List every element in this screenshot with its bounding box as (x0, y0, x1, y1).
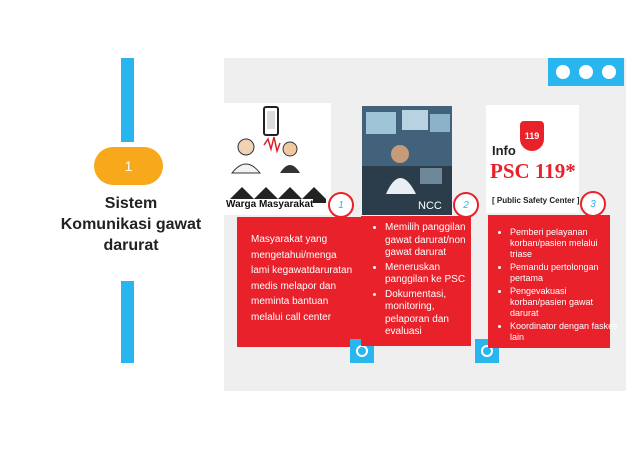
logo-psc-text: PSC 119* (490, 159, 576, 183)
dot-icon (601, 65, 616, 79)
logo-sub-text: [ Public Safety Center ] (492, 196, 579, 205)
list-item: Koordinator dengan faskes lain (510, 321, 620, 343)
logo-119-text: 119 (524, 131, 540, 141)
list-item: Memilih panggilan gawat darurat/non gawa… (385, 222, 481, 260)
dot-icon (578, 65, 593, 79)
section-title: Sistem Komunikasi gawat darurat (60, 195, 202, 254)
card-1-image-label: Warga Masyarakat (226, 199, 314, 210)
list-item: Meneruskan panggilan ke PSC (385, 262, 481, 287)
list-item: Pemberi pelayanan korban/pasien melalui … (510, 227, 620, 260)
list-item: Pemandu pertolongan pertama (510, 262, 620, 284)
card-2-list: Memilih panggilan gawat darurat/non gawa… (371, 222, 481, 341)
list-item: Dokumentasi, monitoring, pelaporan dan e… (385, 289, 481, 339)
card-2-number-badge: 2 (453, 192, 479, 218)
logo-info-text: Info (492, 143, 516, 158)
section-number-pill: 1 (94, 147, 163, 185)
card-3-number: 3 (590, 198, 596, 210)
bottom-vertical-bar (121, 281, 134, 363)
card-1-number: 1 (338, 199, 344, 211)
psc-logo: Info 119 PSC 119* [ Public Safety Center… (486, 105, 579, 213)
citizens-image (224, 103, 331, 215)
card-1: Masyarakat yang mengetahui/menga lami ke… (237, 217, 363, 347)
section-number: 1 (124, 158, 133, 174)
call-center-icon (362, 106, 452, 215)
ncc-image (362, 106, 452, 215)
card-1-text: Masyarakat yang mengetahui/menga lami ke… (251, 234, 353, 323)
dot-icon (556, 65, 571, 79)
shield-icon: 119 (520, 121, 544, 151)
card-2: Memilih panggilan gawat darurat/non gawa… (361, 216, 471, 346)
decorative-dots (548, 58, 624, 86)
top-vertical-bar (121, 58, 134, 142)
card-2-image-label: NCC (418, 200, 442, 212)
card-3: Pemberi pelayanan korban/pasien melalui … (488, 215, 618, 348)
list-item: Pengevakuasi korban/pasien gawat darurat (510, 286, 620, 319)
card-3-number-badge: 3 (580, 191, 606, 217)
card-3-list: Pemberi pelayanan korban/pasien melalui … (496, 227, 620, 345)
card-1-number-badge: 1 (328, 192, 354, 218)
card-2-number: 2 (463, 199, 469, 211)
